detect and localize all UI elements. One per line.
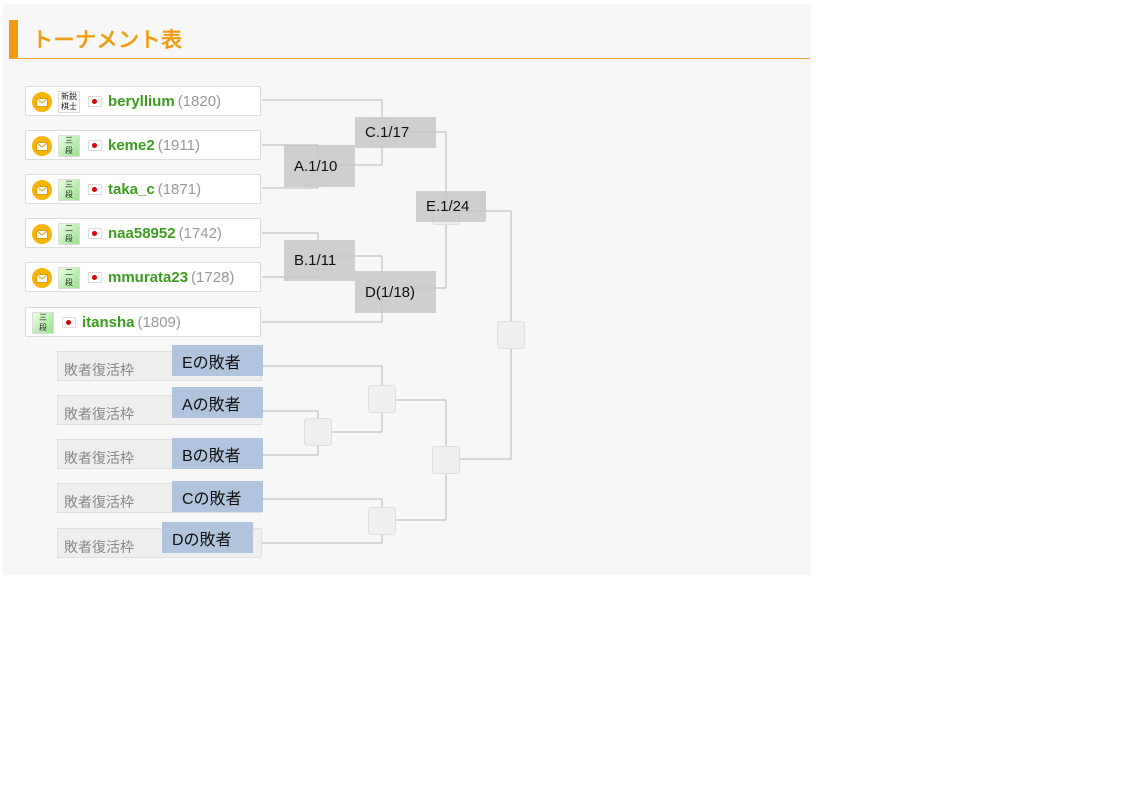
mail-icon[interactable] <box>32 136 52 156</box>
match-label-d[interactable]: D(1/18) <box>355 271 436 313</box>
player-rating: (1742) <box>178 225 222 242</box>
line-r-down <box>382 460 447 521</box>
repechage-node-3[interactable] <box>432 446 460 474</box>
line-r5 <box>262 520 383 544</box>
mail-icon[interactable] <box>32 224 52 244</box>
loser-label: Bの敗者 <box>172 438 263 469</box>
player-rating: (1871) <box>157 181 202 198</box>
line-r-up <box>382 399 447 460</box>
line-r4 <box>262 498 383 520</box>
repechage-node-4[interactable] <box>368 507 396 535</box>
player-name[interactable]: keme2 <box>108 137 155 154</box>
repechage-slot-label: 敗者復活枠 <box>64 362 134 378</box>
player-rating: (1820) <box>177 93 222 110</box>
match-label-a[interactable]: A.1/10 <box>284 145 355 187</box>
mail-icon[interactable] <box>32 268 52 288</box>
rank-badge-icon: 三段 <box>32 312 54 334</box>
rank-badge-icon: 二段 <box>58 267 80 289</box>
japan-flag-icon <box>88 140 102 151</box>
player-row[interactable]: 三段 taka_c(1871) <box>25 174 261 204</box>
match-label-e[interactable]: E.1/24 <box>416 191 486 222</box>
page-title: トーナメント表 <box>32 29 183 52</box>
repechage-node-2[interactable] <box>304 418 332 446</box>
japan-flag-icon <box>88 184 102 195</box>
japan-flag-icon <box>88 228 102 239</box>
rank-badge-icon: 二段 <box>58 223 80 245</box>
player-row[interactable]: 新鋭棋士 beryllium(1820) <box>25 86 261 116</box>
repechage-node-1[interactable] <box>368 385 396 413</box>
title-divider <box>9 58 810 59</box>
player-row[interactable]: 三段 itansha(1809) <box>25 307 261 337</box>
rank-badge-icon: 三段 <box>58 179 80 201</box>
repechage-slot-label: 敗者復活枠 <box>64 450 134 466</box>
player-rating: (1809) <box>137 314 181 331</box>
player-name[interactable]: mmurata23 <box>108 269 189 286</box>
loser-label: Cの敗者 <box>172 481 263 512</box>
japan-flag-icon <box>88 96 102 107</box>
match-label-b[interactable]: B.1/11 <box>284 240 355 281</box>
loser-label: Dの敗者 <box>162 522 253 553</box>
mail-icon[interactable] <box>32 180 52 200</box>
player-name[interactable]: taka_c <box>108 181 155 198</box>
player-row[interactable]: 二段 naa58952(1742) <box>25 218 261 248</box>
line-r1 <box>262 365 383 398</box>
player-row[interactable]: 三段 keme2(1911) <box>25 130 261 160</box>
title-accent-bar <box>9 20 18 58</box>
player-name[interactable]: naa58952 <box>108 225 176 242</box>
line-e-final <box>446 210 512 335</box>
line-r-final <box>446 335 512 460</box>
player-name[interactable]: itansha <box>82 314 135 331</box>
repechage-slot-label: 敗者復活枠 <box>64 539 134 555</box>
mail-icon[interactable] <box>32 92 52 112</box>
rank-badge-icon: 三段 <box>58 135 80 157</box>
rank-badge-icon: 新鋭棋士 <box>58 91 80 113</box>
repechage-slot-label: 敗者復活枠 <box>64 494 134 510</box>
japan-flag-icon <box>62 317 76 328</box>
match-label-c[interactable]: C.1/17 <box>355 117 436 148</box>
final-node[interactable] <box>497 321 525 349</box>
player-rating: (1911) <box>157 137 200 154</box>
loser-label: Eの敗者 <box>172 345 263 376</box>
japan-flag-icon <box>88 272 102 283</box>
repechage-slot-label: 敗者復活枠 <box>64 406 134 422</box>
loser-label: Aの敗者 <box>172 387 263 418</box>
player-row[interactable]: 二段 mmurata23(1728) <box>25 262 261 292</box>
player-rating: (1728) <box>191 269 235 286</box>
player-name[interactable]: beryllium <box>108 93 175 110</box>
